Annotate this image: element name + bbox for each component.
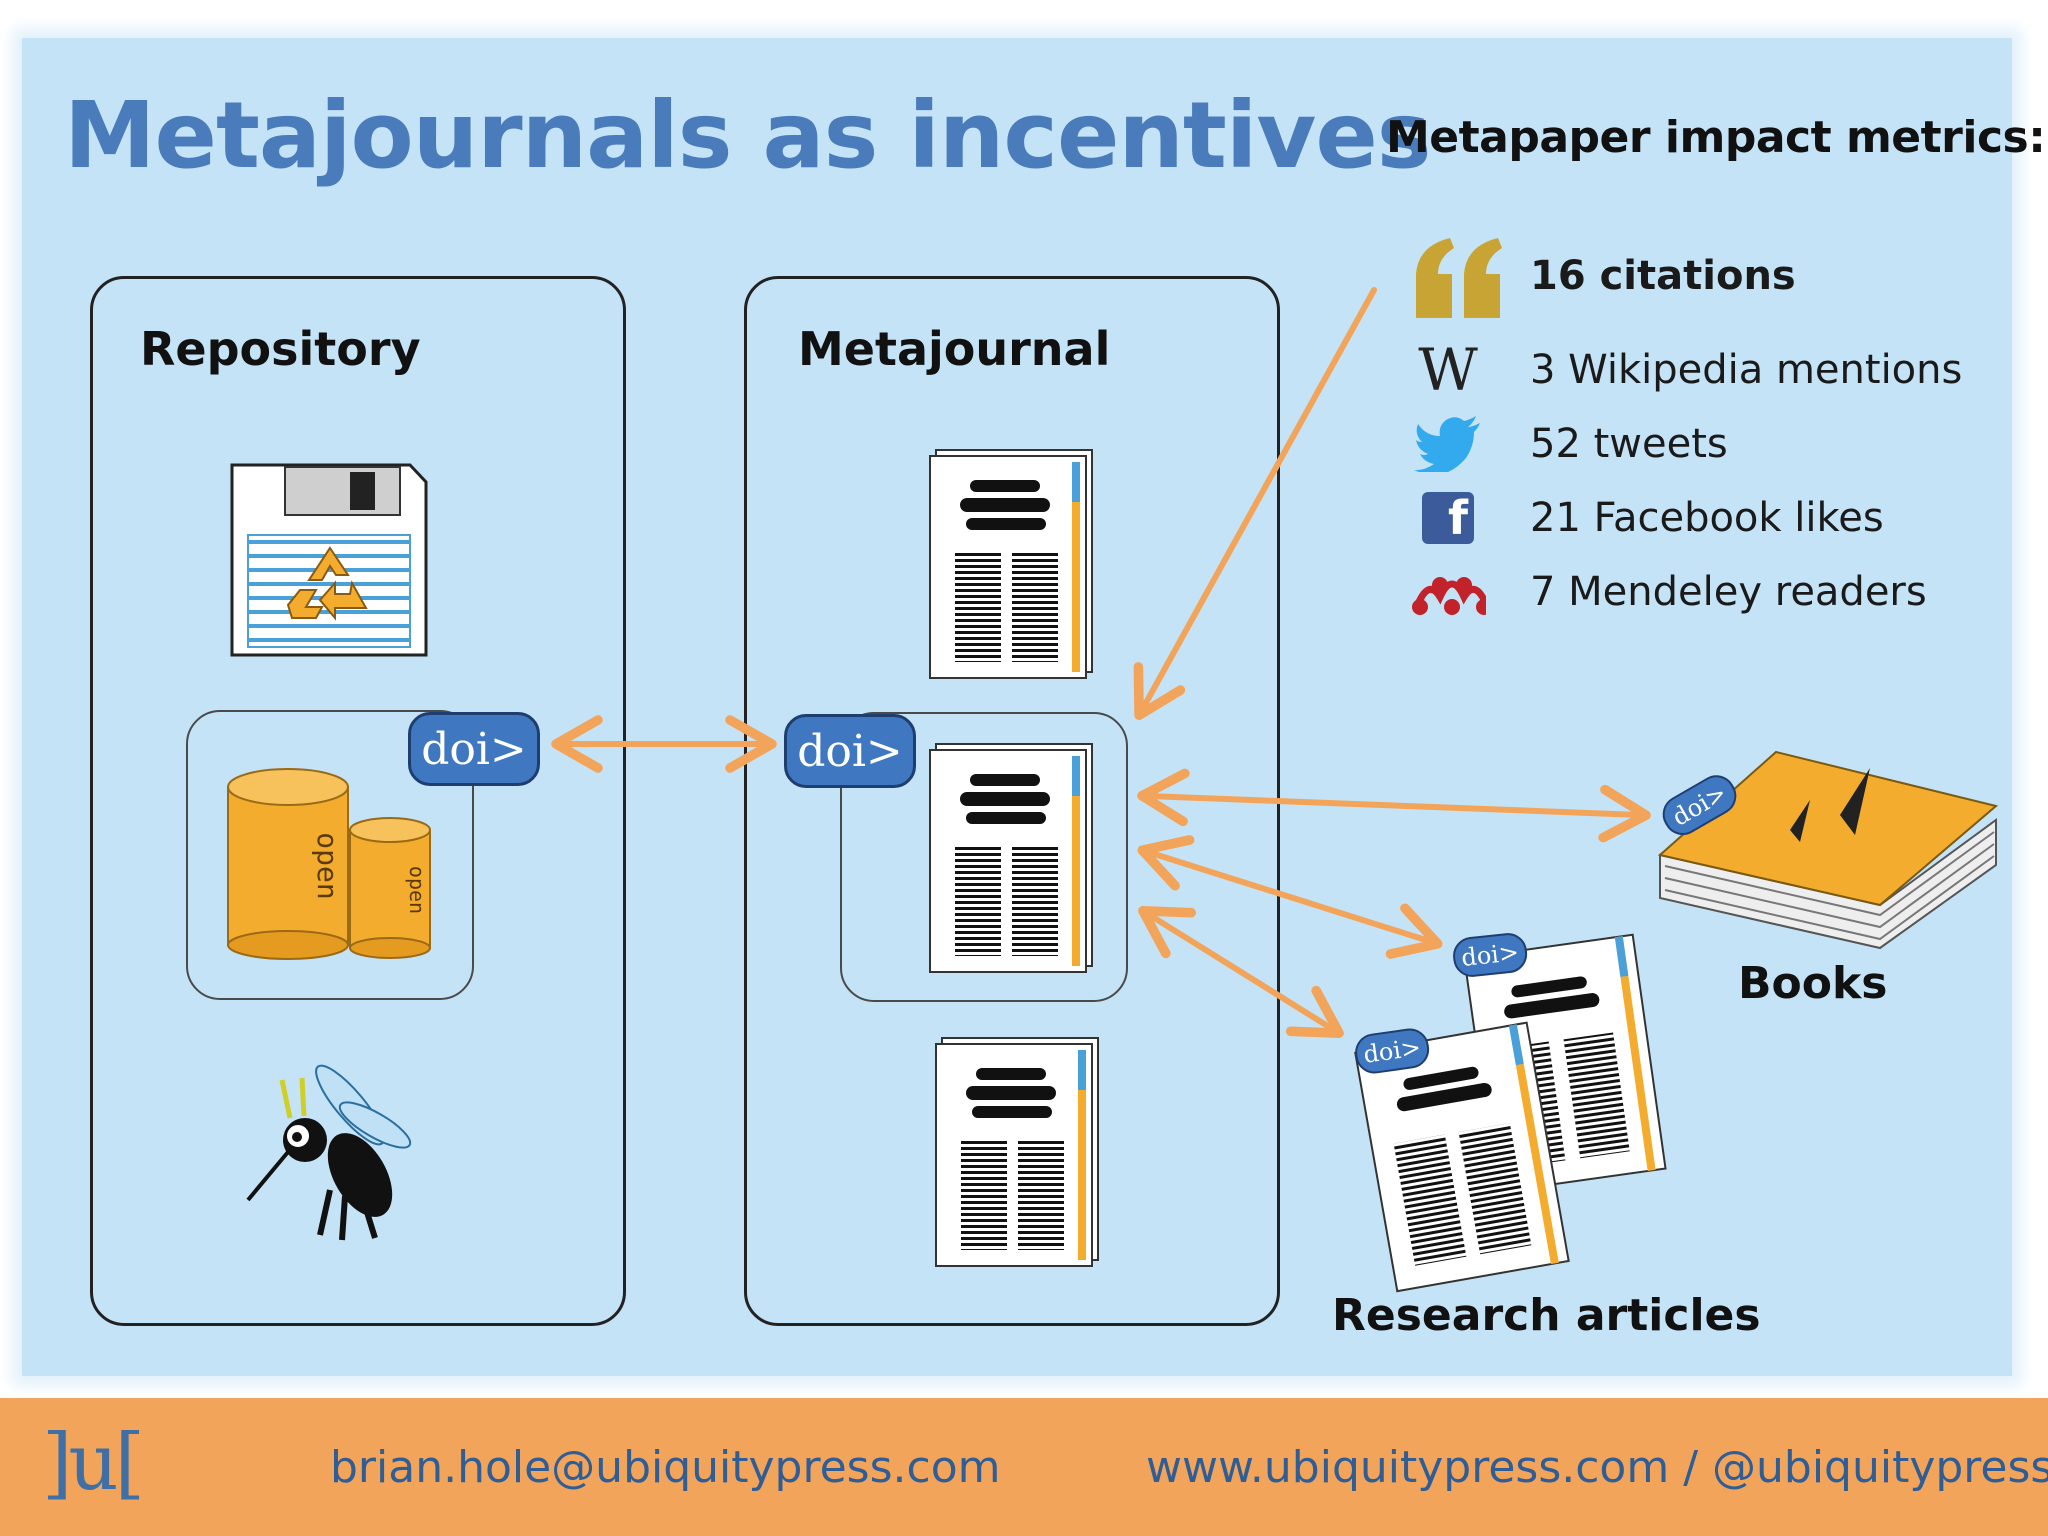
- svg-text:doi>: doi>: [1460, 938, 1520, 972]
- metajournal-doi-tag: doi>: [784, 714, 916, 788]
- metajournal-paper-bottom: [935, 1037, 1099, 1267]
- books-arrow: [1137, 768, 1651, 843]
- open-data-cans-icon: open open: [227, 768, 431, 960]
- repository-doi-tag: doi>: [408, 712, 540, 786]
- article-doi-tag-back: doi>: [1453, 933, 1528, 977]
- repository-dataset-box: [186, 710, 474, 1000]
- can-label: open: [311, 832, 344, 899]
- quote-icon: [1410, 234, 1510, 318]
- metajournal-paper-middle: [929, 743, 1093, 973]
- article-doi-tag-front: doi>: [1355, 1028, 1430, 1074]
- metric-mendeley-text: 7 Mendeley readers: [1530, 569, 1927, 615]
- research-articles-label: Research articles: [1332, 1290, 1761, 1341]
- facebook-icon: f: [1410, 486, 1486, 550]
- mosquito-icon: [246, 1064, 412, 1241]
- metajournal-paper-box: [840, 712, 1128, 1002]
- metajournal-paper-top: [929, 449, 1093, 679]
- floppy-disk-icon: [230, 463, 428, 657]
- repository-label: Repository: [140, 322, 421, 376]
- metric-mendeley: 7 Mendeley readers: [1410, 560, 1927, 624]
- footer-email[interactable]: brian.hole@ubiquitypress.com: [330, 1442, 1001, 1493]
- article-arrow-2: [1138, 906, 1344, 1038]
- metric-twitter: 52 tweets: [1410, 412, 1728, 476]
- metric-citations-text: 16 citations: [1530, 253, 1796, 299]
- research-articles-icon: [1354, 933, 1667, 1293]
- wikipedia-icon: W: [1418, 336, 1478, 404]
- metrics-arrow: [1133, 287, 1377, 721]
- article-arrow-1: [1137, 835, 1443, 959]
- metrics-heading: Metapaper impact metrics:: [1386, 112, 2046, 163]
- metric-twitter-text: 52 tweets: [1530, 421, 1728, 467]
- footer-bar: ]u[ brian.hole@ubiquitypress.com www.ubi…: [0, 1398, 2048, 1536]
- slide-title: Metajournals as incentives: [64, 82, 1431, 189]
- ubiquity-press-logo: ]u[: [42, 1418, 145, 1508]
- metric-facebook-text: 21 Facebook likes: [1530, 495, 1884, 541]
- can-label-small: open: [405, 866, 429, 914]
- arrows: [551, 287, 1651, 1038]
- metric-citations: 16 citations: [1410, 234, 1796, 318]
- metric-wikipedia-text: 3 Wikipedia mentions: [1530, 347, 1963, 393]
- books-icon: [1657, 750, 1999, 950]
- metric-wikipedia: W 3 Wikipedia mentions: [1410, 336, 1963, 404]
- footer-website[interactable]: www.ubiquitypress.com / @ubiquitypress: [1146, 1442, 2048, 1493]
- mendeley-icon: [1410, 560, 1486, 624]
- books-label: Books: [1738, 958, 1888, 1009]
- repository-box: [90, 276, 626, 1326]
- metric-facebook: f 21 Facebook likes: [1410, 486, 1884, 550]
- twitter-icon: [1410, 412, 1486, 476]
- metajournal-label: Metajournal: [798, 322, 1111, 376]
